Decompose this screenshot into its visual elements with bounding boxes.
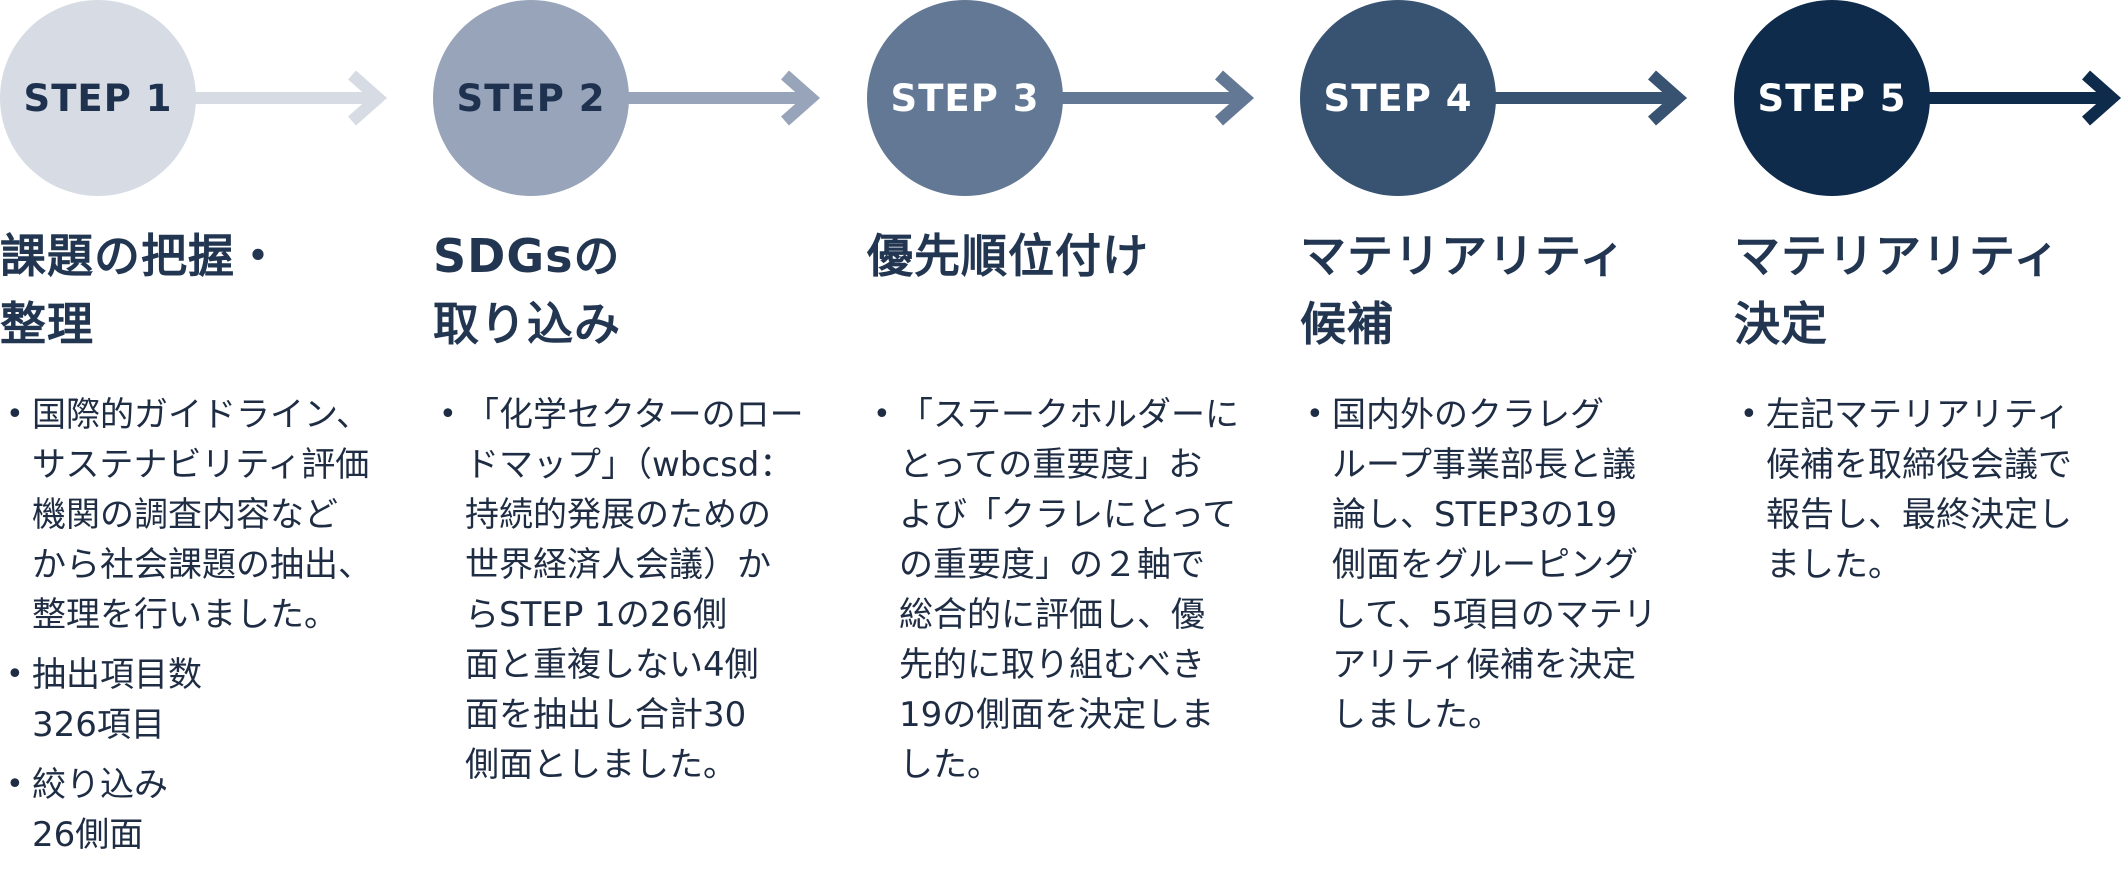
step-2-circle: STEP 2 — [433, 0, 629, 196]
bullet-line: 「化学セクターのロー — [465, 395, 804, 435]
step-3-header: STEP 3 — [867, 0, 1267, 196]
step-3-circle: STEP 3 — [867, 0, 1063, 196]
step-1-bullet-item: •絞り込み 26側面 — [6, 760, 426, 860]
bullet-line: して、5項目のマテリ — [1332, 595, 1657, 635]
step-4-arrow-head — [1648, 70, 1688, 126]
step-4-column: STEP 4 マテリアリティ 候補 •国内外のクラレグループ事業部長と議論し、S… — [1300, 0, 1730, 855]
bullet-line: ループ事業部長と議 — [1332, 445, 1636, 485]
step-1-bullet-item: •国際的ガイドライン、サステナビリティ評価機関の調査内容などから社会課題の抽出、… — [6, 390, 426, 640]
step-4-bullets: •国内外のクラレグループ事業部長と議論し、STEP3の19 側面をグルーピングして… — [1306, 390, 1726, 750]
step-2-bullet-item: •「化学セクターのロードマップ」（wbcsd： 持続的発展のための世界経済人会議）… — [439, 390, 859, 790]
step-1-title-line: 整理 — [0, 297, 94, 351]
step-2-column: STEP 2 SDGsの 取り込み •「化学セクターのロードマップ」（wbcsd… — [433, 0, 863, 855]
bullet-dot-icon: • — [1740, 397, 1758, 432]
bullet-line: 抽出項目数 — [32, 655, 202, 695]
bullet-line: 「ステークホルダーに — [899, 395, 1239, 435]
bullet-line: 世界経済人会議）か — [465, 545, 771, 585]
step-1-column: STEP 1 課題の把握・ 整理 •国際的ガイドライン、サステナビリティ評価機関… — [0, 0, 430, 855]
step-1-bullet-item: •抽出項目数 326項目 — [6, 650, 426, 750]
bullet-line: 先的に取り組むべき — [899, 645, 1205, 685]
bullet-line: らSTEP 1の26側 — [465, 595, 728, 635]
step-4-bullet-item: •国内外のクラレグループ事業部長と議論し、STEP3の19 側面をグルーピングして… — [1306, 390, 1726, 740]
step-1-circle: STEP 1 — [0, 0, 196, 196]
step-2-label: STEP 2 — [456, 76, 606, 120]
bullet-line: 19の側面を決定しま — [899, 695, 1215, 735]
bullet-line: 絞り込み — [32, 765, 168, 805]
bullet-line: 国内外のクラレグ — [1332, 395, 1604, 435]
bullet-line: 面を抽出し合計30 — [465, 695, 747, 735]
bullet-line: 報告し、最終決定し — [1766, 495, 2072, 535]
step-2-title-line: SDGsの — [433, 229, 621, 283]
step-1-title: 課題の把握・ 整理 — [0, 222, 420, 358]
step-1-label: STEP 1 — [23, 76, 173, 120]
bullet-line: した。 — [899, 745, 1001, 785]
bullet-line: 機関の調査内容など — [32, 495, 338, 535]
bullet-line: 論し、STEP3の19 — [1332, 495, 1618, 535]
step-5-column: STEP 5 マテリアリティ 決定 •左記マテリアリティ候補を取締役会議で報告し… — [1734, 0, 2121, 855]
step-2-arrow-head — [781, 70, 821, 126]
bullet-line: サステナビリティ評価 — [32, 445, 370, 485]
bullet-line: 持続的発展のための — [465, 495, 771, 535]
step-3-title-line: 優先順位付け — [867, 229, 1149, 283]
bullet-line: 整理を行いました。 — [32, 595, 338, 635]
step-1-title-line: 課題の把握・ — [0, 229, 282, 283]
bullet-line: 国際的ガイドライン、 — [32, 395, 370, 435]
step-5-bullet-item: •左記マテリアリティ候補を取締役会議で報告し、最終決定しました。 — [1740, 390, 2121, 590]
step-2-bullets: •「化学セクターのロードマップ」（wbcsd： 持続的発展のための世界経済人会議）… — [439, 390, 859, 800]
bullet-line: ドマップ」（wbcsd： — [465, 445, 794, 485]
step-1-bullets: •国際的ガイドライン、サステナビリティ評価機関の調査内容などから社会課題の抽出、… — [6, 390, 426, 870]
bullet-dot-icon: • — [6, 767, 24, 802]
step-5-title: マテリアリティ 決定 — [1734, 222, 2121, 358]
step-4-title-line: 候補 — [1300, 297, 1394, 351]
step-4-title-line: マテリアリティ — [1300, 229, 1627, 283]
bullet-line: 側面としました。 — [465, 745, 737, 785]
bullet-line: 側面をグルーピング — [1332, 545, 1638, 585]
step-5-header: STEP 5 — [1734, 0, 2121, 196]
step-3-column: STEP 3 優先順位付け •「ステークホルダーにとっての重要度」および「クラレ… — [867, 0, 1297, 855]
step-2-title: SDGsの 取り込み — [433, 222, 853, 358]
bullet-line: 候補を取締役会議で — [1766, 445, 2072, 485]
bullet-dot-icon: • — [6, 657, 24, 692]
step-5-title-line: マテリアリティ — [1734, 229, 2061, 283]
step-5-circle: STEP 5 — [1734, 0, 1930, 196]
bullet-line: 26側面 — [32, 815, 144, 855]
bullet-dot-icon: • — [6, 397, 24, 432]
step-5-bullets: •左記マテリアリティ候補を取締役会議で報告し、最終決定しました。 — [1740, 390, 2121, 600]
step-5-arrow-head — [2082, 70, 2121, 126]
step-3-title: 優先順位付け — [867, 222, 1287, 290]
bullet-line: から社会課題の抽出、 — [32, 545, 372, 585]
step-2-header: STEP 2 — [433, 0, 833, 196]
step-3-bullet-item: •「ステークホルダーにとっての重要度」および「クラレにとっての重要度」の２軸で総… — [873, 390, 1293, 790]
bullet-line: の重要度」の２軸で — [899, 545, 1205, 585]
bullet-line: 総合的に評価し、優 — [899, 595, 1205, 635]
bullet-line: 326項目 — [32, 705, 165, 745]
bullet-dot-icon: • — [439, 397, 457, 432]
step-3-arrow-head — [1215, 70, 1255, 126]
bullet-dot-icon: • — [873, 397, 891, 432]
bullet-dot-icon: • — [1306, 397, 1324, 432]
bullet-line: 左記マテリアリティ — [1766, 395, 2070, 435]
bullet-line: よび「クラレにとって — [899, 495, 1237, 535]
step-5-label: STEP 5 — [1757, 76, 1907, 120]
bullet-line: アリティ候補を決定 — [1332, 645, 1636, 685]
bullet-line: ました。 — [1766, 545, 1902, 585]
step-1-arrow-head — [348, 70, 388, 126]
bullet-line: とっての重要度」お — [899, 445, 1203, 485]
step-1-header: STEP 1 — [0, 0, 400, 196]
step-4-title: マテリアリティ 候補 — [1300, 222, 1720, 358]
step-4-circle: STEP 4 — [1300, 0, 1496, 196]
step-3-label: STEP 3 — [890, 76, 1040, 120]
step-2-title-line: 取り込み — [433, 297, 621, 351]
step-3-bullets: •「ステークホルダーにとっての重要度」および「クラレにとっての重要度」の２軸で総… — [873, 390, 1293, 800]
bullet-line: しました。 — [1332, 695, 1502, 735]
step-4-header: STEP 4 — [1300, 0, 1700, 196]
step-5-title-line: 決定 — [1734, 297, 1828, 351]
bullet-line: 面と重複しない4側 — [465, 645, 759, 685]
step-4-label: STEP 4 — [1323, 76, 1473, 120]
